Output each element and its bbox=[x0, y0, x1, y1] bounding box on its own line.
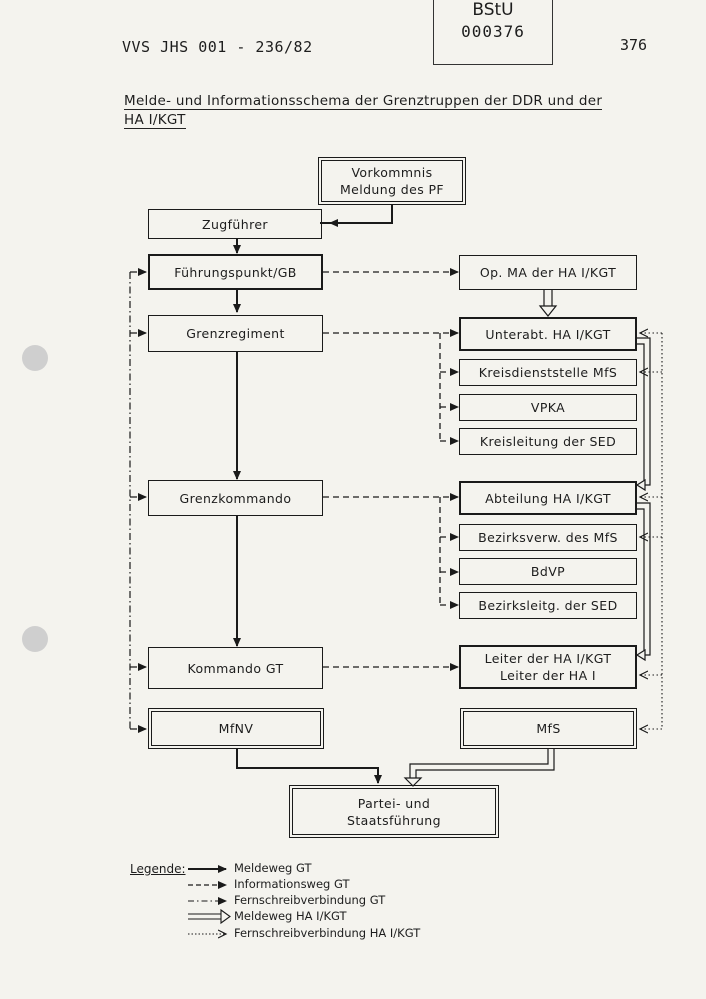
box-zugfuehrer: Zugführer bbox=[148, 209, 322, 239]
box-kreisleitung: Kreisleitung der SED bbox=[459, 428, 637, 455]
abteilung-label: Abteilung HA I/KGT bbox=[485, 490, 611, 506]
box-fuehrungspunkt: Führungspunkt/GB bbox=[148, 254, 323, 290]
kommando-gt-label: Kommando GT bbox=[187, 660, 284, 676]
box-unterabt: Unterabt. HA I/KGT bbox=[459, 317, 637, 351]
legend-meldeweg-ha: Meldeweg HA I/KGT bbox=[234, 909, 347, 923]
box-mfs: MfS bbox=[460, 708, 637, 749]
mfs-label: MfS bbox=[536, 721, 561, 736]
diagram-title: Melde- und Informationsschema der Grenzt… bbox=[124, 92, 624, 130]
kreisdienststelle-label: Kreisdienststelle MfS bbox=[478, 365, 618, 380]
legend-fernschreib-ha: Fernschreibverbindung HA I/KGT bbox=[234, 926, 421, 940]
bezirksverw-label: Bezirksverw. des MfS bbox=[478, 530, 618, 545]
legend-informationsweg-gt: Informationsweg GT bbox=[234, 877, 350, 891]
box-bezirksleitg: Bezirksleitg. der SED bbox=[459, 592, 637, 619]
punch-hole-top bbox=[22, 345, 48, 371]
box-bezirksverw: Bezirksverw. des MfS bbox=[459, 524, 637, 551]
legend-meldeweg-gt: Meldeweg GT bbox=[234, 861, 312, 875]
box-grenzkommando: Grenzkommando bbox=[148, 480, 323, 516]
legend-heading: Legende: bbox=[130, 862, 186, 876]
box-kreisdienststelle: Kreisdienststelle MfS bbox=[459, 359, 637, 386]
document-id: VVS JHS 001 - 236/82 bbox=[122, 38, 313, 56]
bezirksleitg-label: Bezirksleitg. der SED bbox=[478, 598, 618, 613]
fernschreib-gt-lines bbox=[129, 268, 147, 733]
kreisleitung-label: Kreisleitung der SED bbox=[479, 434, 617, 449]
partei-line-2: Staatsführung bbox=[347, 812, 441, 828]
legend-fernschreib-gt: Fernschreibverbindung GT bbox=[234, 893, 386, 907]
fernschreib-ha-lines bbox=[640, 333, 663, 729]
mfnv-label: MfNV bbox=[218, 721, 254, 736]
meldeweg-ha-lines bbox=[403, 290, 651, 787]
box-mfnv: MfNV bbox=[148, 708, 324, 749]
box-bdvp: BdVP bbox=[459, 558, 637, 585]
partei-line-1: Partei- und bbox=[357, 795, 431, 811]
archive-stamp: BStU 000376 bbox=[433, 0, 553, 65]
unterabt-label: Unterabt. HA I/KGT bbox=[485, 326, 611, 342]
title-line-1: Melde- und Informationsschema der Grenzt… bbox=[124, 93, 603, 110]
stamp-number: 000376 bbox=[461, 22, 525, 41]
box-abteilung: Abteilung HA I/KGT bbox=[459, 481, 637, 515]
stamp-agency: BStU bbox=[472, 0, 514, 20]
grenzregiment-label: Grenzregiment bbox=[186, 326, 285, 341]
title-line-2: HA I/KGT bbox=[124, 112, 186, 129]
box-leiter: Leiter der HA I/KGT Leiter der HA I bbox=[459, 645, 637, 689]
punch-hole-bottom bbox=[22, 626, 48, 652]
box-vpka: VPKA bbox=[459, 394, 637, 421]
box-grenzregiment: Grenzregiment bbox=[148, 315, 323, 352]
legend-symbols bbox=[188, 865, 231, 934]
meldeweg-gt-lines bbox=[233, 205, 393, 784]
box-op-ma: Op. MA der HA I/KGT bbox=[459, 255, 637, 290]
zugfuehrer-label: Zugführer bbox=[202, 216, 268, 232]
box-partei-staatsfuehrung: Partei- und Staatsführung bbox=[289, 785, 499, 838]
page-number: 376 bbox=[620, 36, 648, 54]
fuehrungspunkt-label: Führungspunkt/GB bbox=[174, 264, 297, 280]
op-ma-label: Op. MA der HA I/KGT bbox=[479, 265, 617, 280]
leiter-line-2: Leiter der HA I bbox=[500, 668, 596, 683]
box-vorkommnis: Vorkommnis Meldung des PF bbox=[318, 157, 466, 205]
informationsweg-gt-lines bbox=[323, 268, 459, 671]
leiter-line-1: Leiter der HA I/KGT bbox=[484, 651, 612, 666]
vpka-label: VPKA bbox=[530, 400, 566, 415]
vorkommnis-line-2: Meldung des PF bbox=[339, 182, 445, 197]
vorkommnis-line-1: Vorkommnis bbox=[351, 165, 433, 180]
grenzkommando-label: Grenzkommando bbox=[179, 490, 292, 506]
box-kommando-gt: Kommando GT bbox=[148, 647, 323, 689]
bdvp-label: BdVP bbox=[530, 564, 566, 579]
